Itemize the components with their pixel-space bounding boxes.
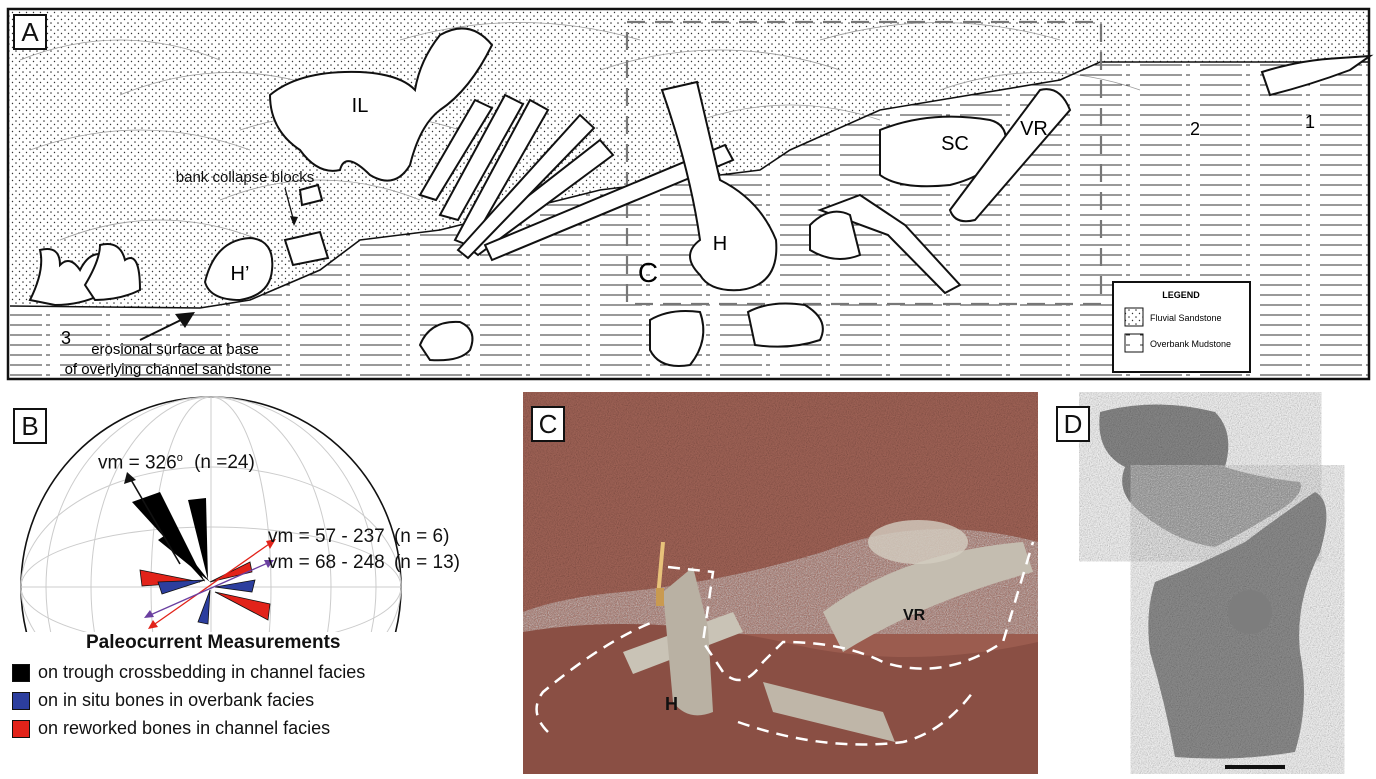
- scale-bar: [1225, 765, 1285, 769]
- label-2: 2: [1190, 119, 1200, 139]
- photo-label-vr: VR: [903, 607, 926, 624]
- label-1: 1: [1305, 112, 1315, 132]
- erosional-label-2: of overlying channel sandstone: [65, 361, 272, 378]
- swatch-red: [12, 720, 30, 738]
- panel-b: vm = 326o (n =24) vm = 57 - 237 (n = 6) …: [0, 392, 515, 774]
- panel-label-b: B: [13, 408, 47, 444]
- paleocurrent-legend: Paleocurrent Measurements on trough cros…: [12, 628, 512, 768]
- photo-label-h: H: [665, 694, 678, 714]
- label-il: IL: [352, 95, 369, 117]
- panel-label-a: A: [13, 14, 47, 50]
- legend-item-reworked-label: on reworked bones in channel facies: [38, 718, 330, 739]
- quarry-map: IL H H’ SC VR C 1 2 3 bank collapse bloc…: [0, 0, 1376, 386]
- vm-57-label: vm = 57 - 237 (n = 6): [268, 526, 449, 548]
- label-h-prime: H’: [231, 263, 250, 285]
- legend-item-insitu-label: on in situ bones in overbank facies: [38, 690, 314, 711]
- legend-item-channel: on trough crossbedding in channel facies: [12, 662, 365, 683]
- map-legend: LEGEND Fluvial Sandstone Overbank Mudsto…: [1113, 282, 1250, 372]
- legend-item-reworked: on reworked bones in channel facies: [12, 718, 330, 739]
- vm-68-label: vm = 68 - 248 (n = 13): [268, 552, 460, 574]
- legend-item-channel-label: on trough crossbedding in channel facies: [38, 662, 365, 683]
- label-vr: VR: [1020, 118, 1048, 140]
- bank-collapse-label: bank collapse blocks: [176, 169, 314, 186]
- panel-a: IL H H’ SC VR C 1 2 3 bank collapse bloc…: [0, 0, 1376, 386]
- legend-fluvial: Fluvial Sandstone: [1150, 313, 1222, 323]
- legend-overbank: Overbank Mudstone: [1150, 339, 1231, 349]
- panel-label-c: C: [531, 406, 565, 442]
- vm-68-n: (n = 13): [394, 552, 460, 573]
- rose-diagram: [0, 392, 515, 632]
- label-c-mark: C: [638, 257, 658, 288]
- panel-c: H VR C: [523, 392, 1038, 774]
- vm-57-n: (n = 6): [394, 526, 449, 547]
- swatch-black: [12, 664, 30, 682]
- panel-d: D: [1045, 392, 1376, 774]
- panel-label-d: D: [1056, 406, 1090, 442]
- label-h: H: [713, 233, 727, 255]
- erosional-label-1: erosional surface at base: [91, 341, 259, 358]
- map-legend-title: LEGEND: [1162, 290, 1200, 300]
- vm-57-main: vm = 57 - 237: [268, 526, 385, 547]
- legend-item-insitu: on in situ bones in overbank facies: [12, 690, 314, 711]
- paleocurrent-legend-title: Paleocurrent Measurements: [86, 632, 341, 654]
- degree-symbol: o: [177, 452, 183, 464]
- swatch-blue: [12, 692, 30, 710]
- field-photo: H VR: [523, 392, 1038, 774]
- vm-326-label: vm = 326o (n =24): [98, 452, 255, 474]
- label-sc: SC: [941, 133, 969, 155]
- vm-326-n: (n =24): [194, 452, 255, 473]
- specimen-photo: [1045, 392, 1376, 774]
- label-3: 3: [61, 328, 71, 348]
- vm-68-main: vm = 68 - 248: [268, 552, 385, 573]
- vm-326-main: vm = 326: [98, 452, 177, 473]
